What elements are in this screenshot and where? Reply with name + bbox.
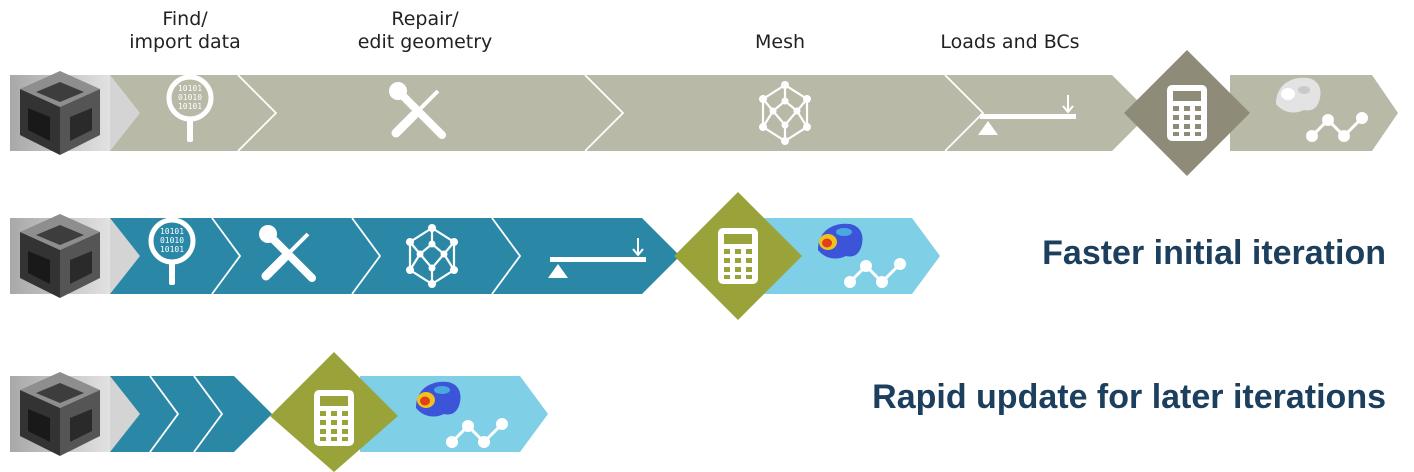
chevron-divider: [149, 375, 224, 453]
row-rapid: [10, 352, 548, 472]
label-mesh: Mesh: [754, 31, 806, 53]
label-repair-edit: Repair/ edit geometry: [345, 8, 505, 54]
label-repair-line1: Repair/: [391, 8, 459, 30]
label-loads-bcs: Loads and BCs: [940, 31, 1080, 53]
results-chevron-light: [360, 376, 548, 452]
label-find-import: Find/ import data: [110, 8, 260, 54]
label-find-line1: Find/: [162, 8, 208, 30]
label-repair-line2: edit geometry: [357, 31, 493, 53]
calculator-icon: [718, 228, 758, 284]
row-faster: [10, 192, 940, 320]
chevron-divider: [237, 74, 985, 152]
results-chevron-gray: [1230, 75, 1398, 151]
calculator-icon: [1167, 85, 1207, 141]
row-traditional: [10, 50, 1398, 176]
label-find-line2: import data: [129, 31, 241, 53]
process-band-gray: [10, 75, 1150, 151]
chevron-divider: [211, 217, 522, 295]
tagline-faster: Faster initial iteration: [1042, 234, 1386, 272]
tagline-rapid: Rapid update for later iterations: [872, 378, 1386, 416]
calculator-icon: [314, 390, 354, 446]
